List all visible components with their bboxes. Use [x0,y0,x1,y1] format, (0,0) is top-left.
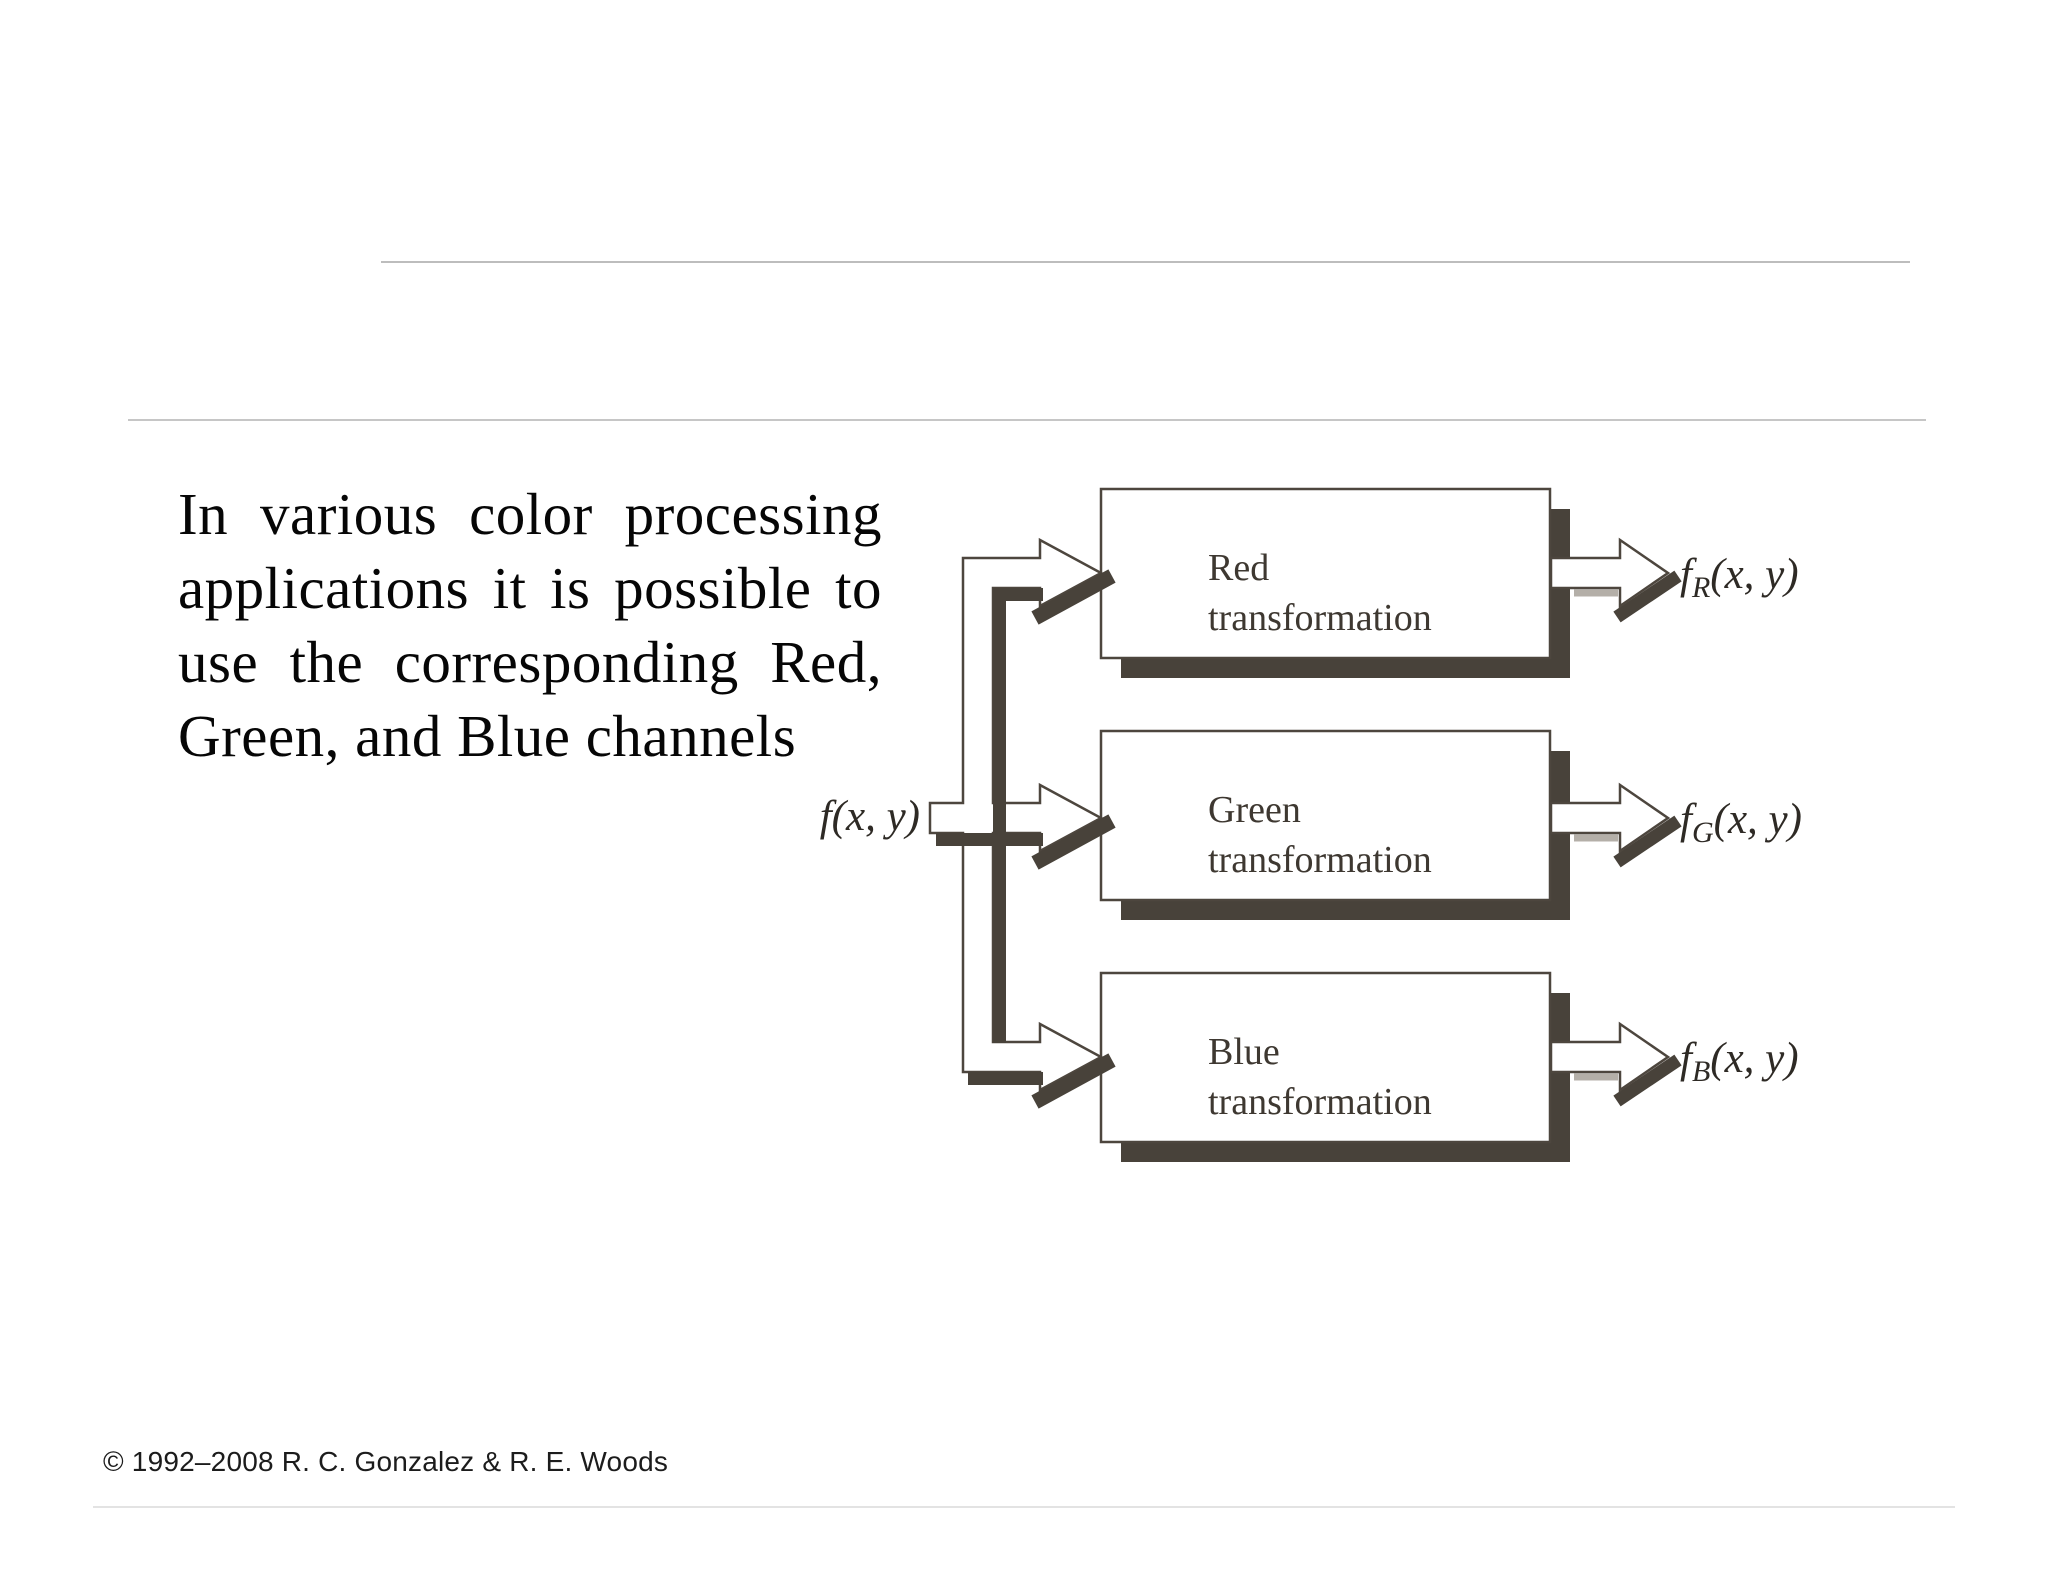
paragraph-line: Green, and Blue channels [178,703,797,769]
blue-box-label-line2: transformation [1208,1081,1432,1123]
blue-output-f: f [1680,1035,1692,1082]
blue-output-label: fB(x, y) [1680,1033,1980,1088]
green-output-args: (x, y) [1713,796,1802,843]
paragraph-line: use the corresponding Red, [178,629,882,695]
red-output-arrow [1549,537,1671,609]
transformation-boxes [1099,487,1552,1144]
input-branch-pipe [928,537,1104,1093]
red-box-label-line1: Red [1208,547,1270,589]
blue-box-label: Blue transformation [1208,1027,1538,1127]
red-output-label: fR(x, y) [1680,549,1980,604]
green-output-head-shadow [1613,815,1682,868]
blue-output-args: (x, y) [1710,1035,1799,1082]
arrowhead-shadows [1031,569,1116,1109]
green-output-label: fG(x, y) [1680,794,1980,849]
green-box-label: Green transformation [1208,785,1538,885]
red-arrowhead-shadow [1031,569,1116,625]
green-output-subscript: G [1691,816,1714,849]
input-signal-label: f(x, y) [819,793,920,840]
red-box-label-line2: transformation [1208,597,1432,639]
green-box-label-line2: transformation [1208,839,1432,881]
template-rule-top [381,261,1910,263]
red-output-subscript: R [1691,571,1711,604]
template-rule-footer [93,1506,1955,1508]
red-box-label: Red transformation [1208,543,1538,643]
red-output-f: f [1680,551,1692,598]
green-output-arrow [1549,782,1671,854]
template-rule-middle [128,419,1926,421]
paragraph-line: applications it is possible to [178,555,882,621]
paragraph-line: In various color processing [178,481,882,547]
copyright-text: © 1992–2008 R. C. Gonzalez & R. E. Woods [103,1446,669,1477]
red-output-head-shadow [1613,570,1682,623]
red-output-args: (x, y) [1710,551,1799,598]
pipe-shadow-vertical [993,588,1043,1043]
green-arrowhead-shadow [1031,814,1116,870]
green-output-f: f [1680,796,1692,843]
pipe-shadow-bands [936,588,1043,1085]
green-transformation-box [1099,729,1552,902]
blue-output-subscript: B [1691,1055,1711,1088]
body-paragraph: In various color processing applications… [178,477,882,773]
blue-box-label-line1: Blue [1208,1031,1280,1073]
blue-arrowhead-shadow [1031,1053,1116,1109]
blue-output-arrow [1549,1021,1671,1093]
green-box-label-line1: Green [1208,789,1301,831]
output-arrows [1549,537,1682,1107]
blue-output-head-shadow [1613,1054,1682,1107]
